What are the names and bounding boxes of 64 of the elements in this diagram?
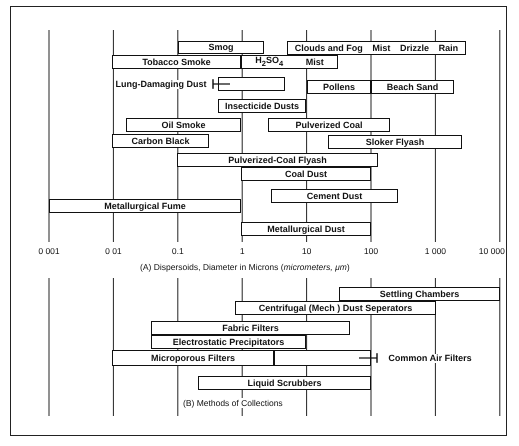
range-bar	[151, 335, 306, 349]
range-bar	[328, 135, 462, 149]
range-bar	[371, 80, 454, 94]
axis-caption: (A) Dispersoids, Diameter in Microns (micrometers, μm)	[140, 262, 350, 272]
axis-tick-label: 1	[240, 246, 245, 256]
bar-text: Centrifugal (Mech ) Dust Seperators	[258, 304, 412, 312]
bar-text: Lung-Damaging Dust	[116, 80, 206, 88]
range-bar	[112, 350, 274, 366]
bar-text: Oil Smoke	[161, 120, 206, 130]
axis-tick-label: 0.1	[172, 246, 184, 256]
axis-tick-label: 10 000	[478, 246, 505, 256]
bar-text: Pollens	[322, 82, 355, 92]
bar-text: Microporous Filters	[150, 354, 235, 362]
leader-line	[359, 352, 378, 364]
range-bar	[112, 134, 209, 148]
range-bar	[268, 118, 390, 132]
bar-text: Tobacco Smoke	[142, 58, 211, 66]
bar-text: Metallurgical Dust	[267, 224, 345, 234]
axis-tick-label: 100	[364, 246, 378, 256]
axis-caption: (B) Methods of Collections	[183, 398, 283, 408]
range-bar	[126, 118, 241, 132]
range-bar	[241, 222, 371, 236]
range-bar	[218, 77, 285, 91]
bar-text: Settling Chambers	[380, 290, 460, 298]
bar-text: Mist	[306, 58, 324, 66]
range-bar	[49, 199, 241, 213]
bar-text: Clouds and Fog	[294, 44, 363, 52]
range-bar	[241, 55, 338, 69]
axis-tick-label: 0 01	[105, 246, 122, 256]
range-bar	[198, 376, 371, 390]
range-bar	[339, 287, 500, 301]
bar-text: Common Air Filters	[388, 354, 472, 362]
bar-text: Drizzle	[400, 44, 430, 52]
axis-tick-label: 1 000	[424, 246, 446, 256]
bar-text: Cement Dust	[306, 192, 362, 200]
bar-text: Beach Sand	[386, 82, 438, 92]
leader-line	[212, 78, 230, 90]
bar-text: Mist	[372, 44, 390, 52]
bar-text: Metallurgical Fume	[104, 202, 186, 210]
bar-text: Electrostatic Precipitators	[172, 338, 284, 346]
bar-text: Coal Dust	[284, 170, 327, 178]
range-bar	[112, 55, 241, 69]
range-bar	[218, 99, 306, 113]
range-bar	[287, 41, 466, 55]
bar-text: Pulverized Coal	[295, 120, 363, 130]
range-bar	[241, 167, 371, 181]
bar-text: Sloker Flyash	[366, 138, 424, 146]
bar-text: Carbon Black	[131, 136, 190, 146]
bar-text: Rain	[438, 44, 458, 52]
bar-text: Insecticide Dusts	[224, 102, 300, 110]
axis-tick-label: 0 001	[38, 246, 60, 256]
range-bar	[177, 153, 378, 167]
range-bar	[274, 350, 371, 366]
bar-text: Fabric Filters	[222, 324, 279, 332]
range-bar	[307, 80, 371, 94]
range-bar	[151, 321, 350, 335]
bar-text: H$_{2}$SO$_{4}$	[255, 56, 284, 68]
bar-text: Pulverized-Coal Flyash	[228, 156, 327, 164]
axis-tick-label: 10	[302, 246, 312, 256]
range-bar	[178, 41, 264, 54]
bar-text: Smog	[208, 43, 234, 52]
range-bar	[235, 301, 436, 315]
range-bar	[271, 189, 398, 203]
bar-text: Liquid Scrubbers	[247, 378, 322, 388]
